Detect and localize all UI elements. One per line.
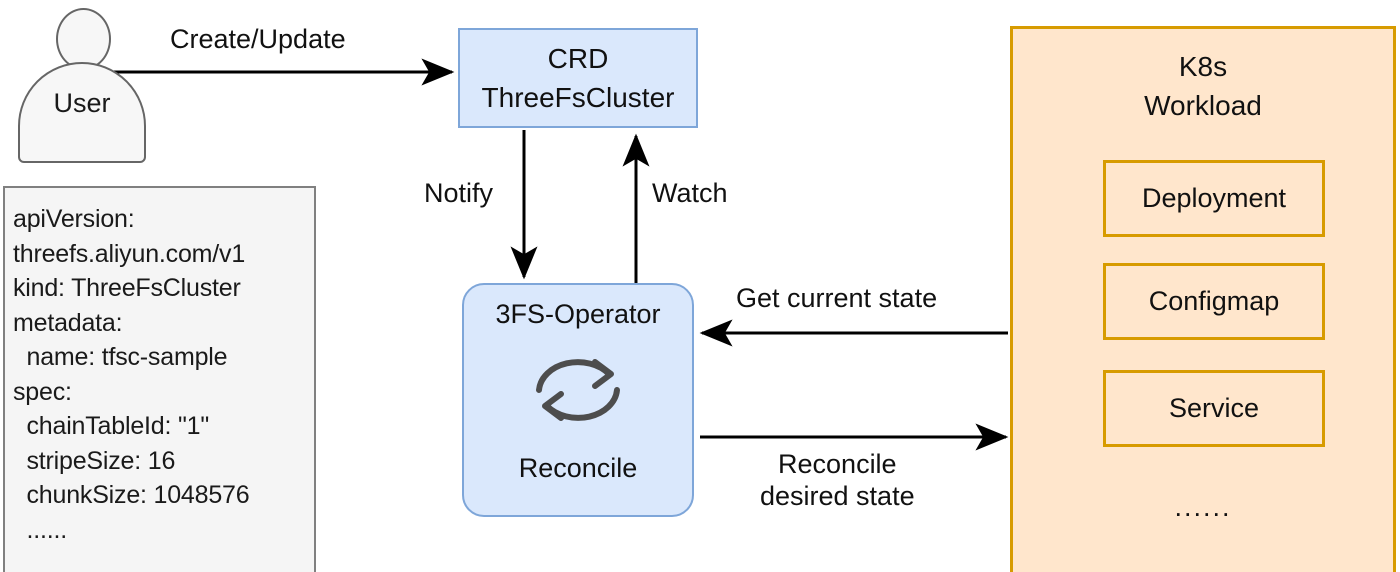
k8s-workload-title: K8s Workload xyxy=(1144,51,1262,121)
edge-label-reconcile-desired-state: Reconcile desired state xyxy=(760,449,915,511)
operator-title: 3FS-Operator xyxy=(495,299,661,329)
crd-box-line2: ThreeFsCluster xyxy=(481,82,675,113)
reconcile-loop-icon xyxy=(523,344,633,443)
operator-subtitle: Reconcile xyxy=(518,453,638,483)
k8s-resource-service[interactable]: Service xyxy=(1103,370,1325,447)
crd-box[interactable]: CRD ThreeFsCluster xyxy=(458,28,698,128)
edge-label-get-current-state: Get current state xyxy=(736,283,938,313)
crd-yaml-panel: apiVersion: threefs.aliyun.com/v1 kind: … xyxy=(3,186,316,572)
user-actor: User xyxy=(18,8,146,163)
person-head-icon xyxy=(56,8,111,70)
k8s-resource-label: Service xyxy=(1168,393,1260,423)
crd-box-line1: CRD xyxy=(547,43,609,74)
k8s-resource-label: Configmap xyxy=(1148,286,1280,316)
k8s-workload-panel: K8s Workload Deployment Configmap Servic… xyxy=(1010,26,1396,572)
k8s-resource-label: Deployment xyxy=(1141,183,1287,213)
user-actor-label: User xyxy=(53,88,111,118)
edge-label-create-update: Create/Update xyxy=(170,24,346,54)
k8s-resource-deployment[interactable]: Deployment xyxy=(1103,160,1325,237)
edge-label-notify: Notify xyxy=(424,178,494,208)
operator-box[interactable]: 3FS-Operator Reconcile xyxy=(462,283,694,517)
k8s-resource-configmap[interactable]: Configmap xyxy=(1103,263,1325,340)
k8s-resource-ellipsis: ...... xyxy=(1174,492,1232,522)
edge-label-watch: Watch xyxy=(652,178,728,208)
